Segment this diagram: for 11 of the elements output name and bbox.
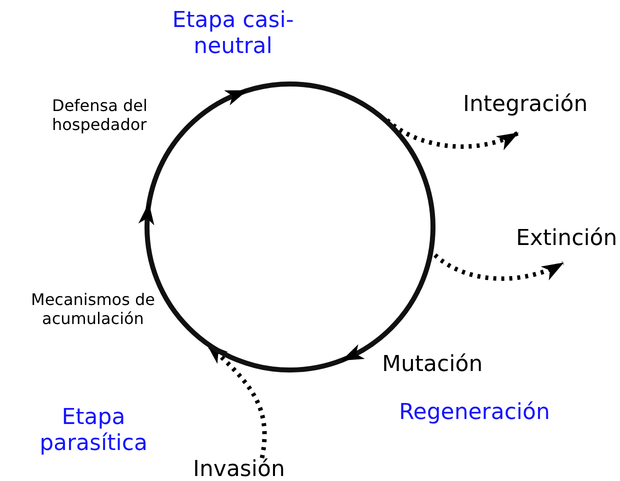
- stage-label: Etapa parasítica: [38, 405, 148, 458]
- outcome-label: Invasión: [193, 457, 285, 481]
- mechanism-label: Mecanismos de acumulación: [30, 290, 156, 328]
- mechanism-label: Defensa del hospedador: [52, 96, 148, 134]
- event-label: Mutación: [382, 352, 484, 378]
- dotted-arrow: [386, 118, 519, 150]
- outcome-label: Extinción: [516, 226, 618, 252]
- outcome-label: Integración: [463, 92, 588, 118]
- stage-label: Regeneración: [399, 400, 551, 426]
- stage-label: Etapa casi-neutral: [171, 8, 295, 61]
- dotted-arrow: [434, 253, 564, 281]
